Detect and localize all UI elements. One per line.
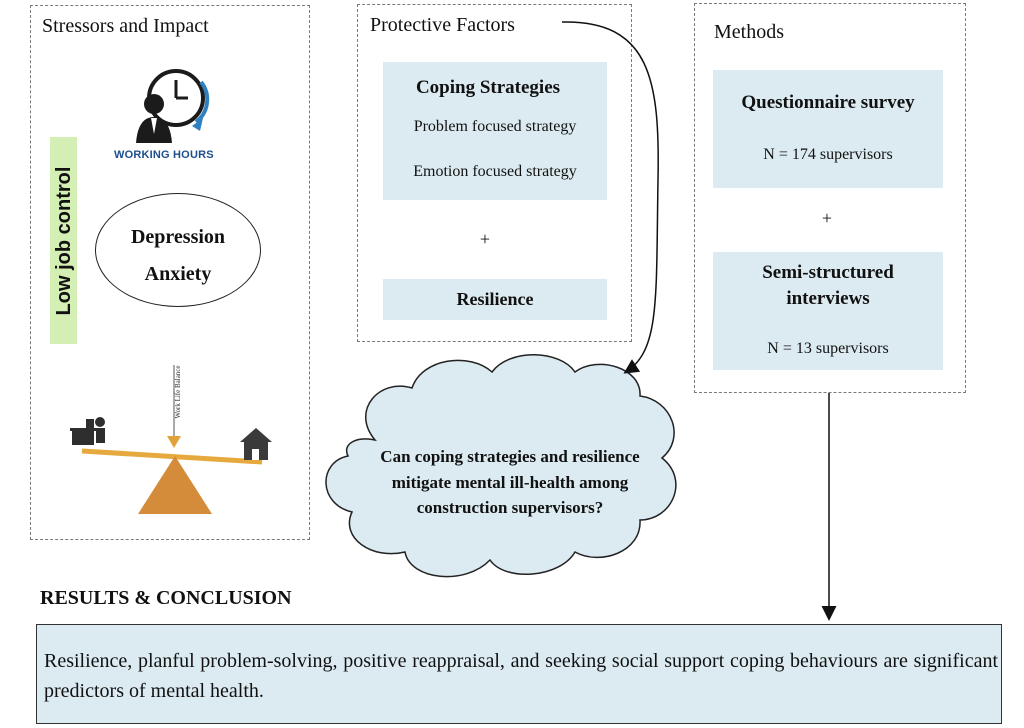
depression-label: Depression [130, 226, 226, 248]
questionnaire-survey-title: Questionnaire survey [741, 92, 915, 113]
low-job-control-label: Low job control [53, 166, 75, 316]
question-line-2: mitigate mental ill-health among [391, 473, 629, 492]
resilience-label: Resilience [456, 289, 534, 309]
question-line-1: Can coping strategies and resilience [380, 447, 640, 466]
low-job-control-badge [50, 137, 77, 344]
interviews-title-line2: interviews [786, 288, 870, 309]
interviews-n: N = 13 supervisors [767, 340, 889, 357]
methods-panel-title: Methods [714, 21, 784, 43]
stressors-panel [30, 5, 310, 540]
working-hours-label: WORKING HOURS [114, 149, 214, 161]
coping-item-problem: Problem focused strategy [413, 118, 577, 135]
work-life-balance-label: Work Life Balance [174, 365, 182, 419]
coping-strategies-title: Coping Strategies [415, 77, 561, 98]
results-box [36, 624, 1002, 724]
interviews-box [713, 252, 943, 370]
results-text: Resilience, planful problem-solving, pos… [44, 650, 998, 702]
depression-anxiety-ellipse [95, 193, 261, 307]
methods-plus: + [821, 208, 833, 228]
stressors-panel-title: Stressors and Impact [42, 15, 209, 37]
results-heading: RESULTS & CONCLUSION [40, 587, 292, 609]
questionnaire-survey-box [713, 70, 943, 188]
interviews-title-line1: Semi-structured [762, 262, 894, 283]
questionnaire-survey-n: N = 174 supervisors [763, 146, 893, 163]
question-line-3: construction supervisors? [416, 498, 604, 517]
protective-panel-title: Protective Factors [370, 14, 515, 36]
protective-plus: + [479, 229, 491, 249]
coping-item-emotion: Emotion focused strategy [413, 163, 577, 180]
methods-panel [694, 3, 966, 393]
anxiety-label: Anxiety [144, 263, 212, 285]
